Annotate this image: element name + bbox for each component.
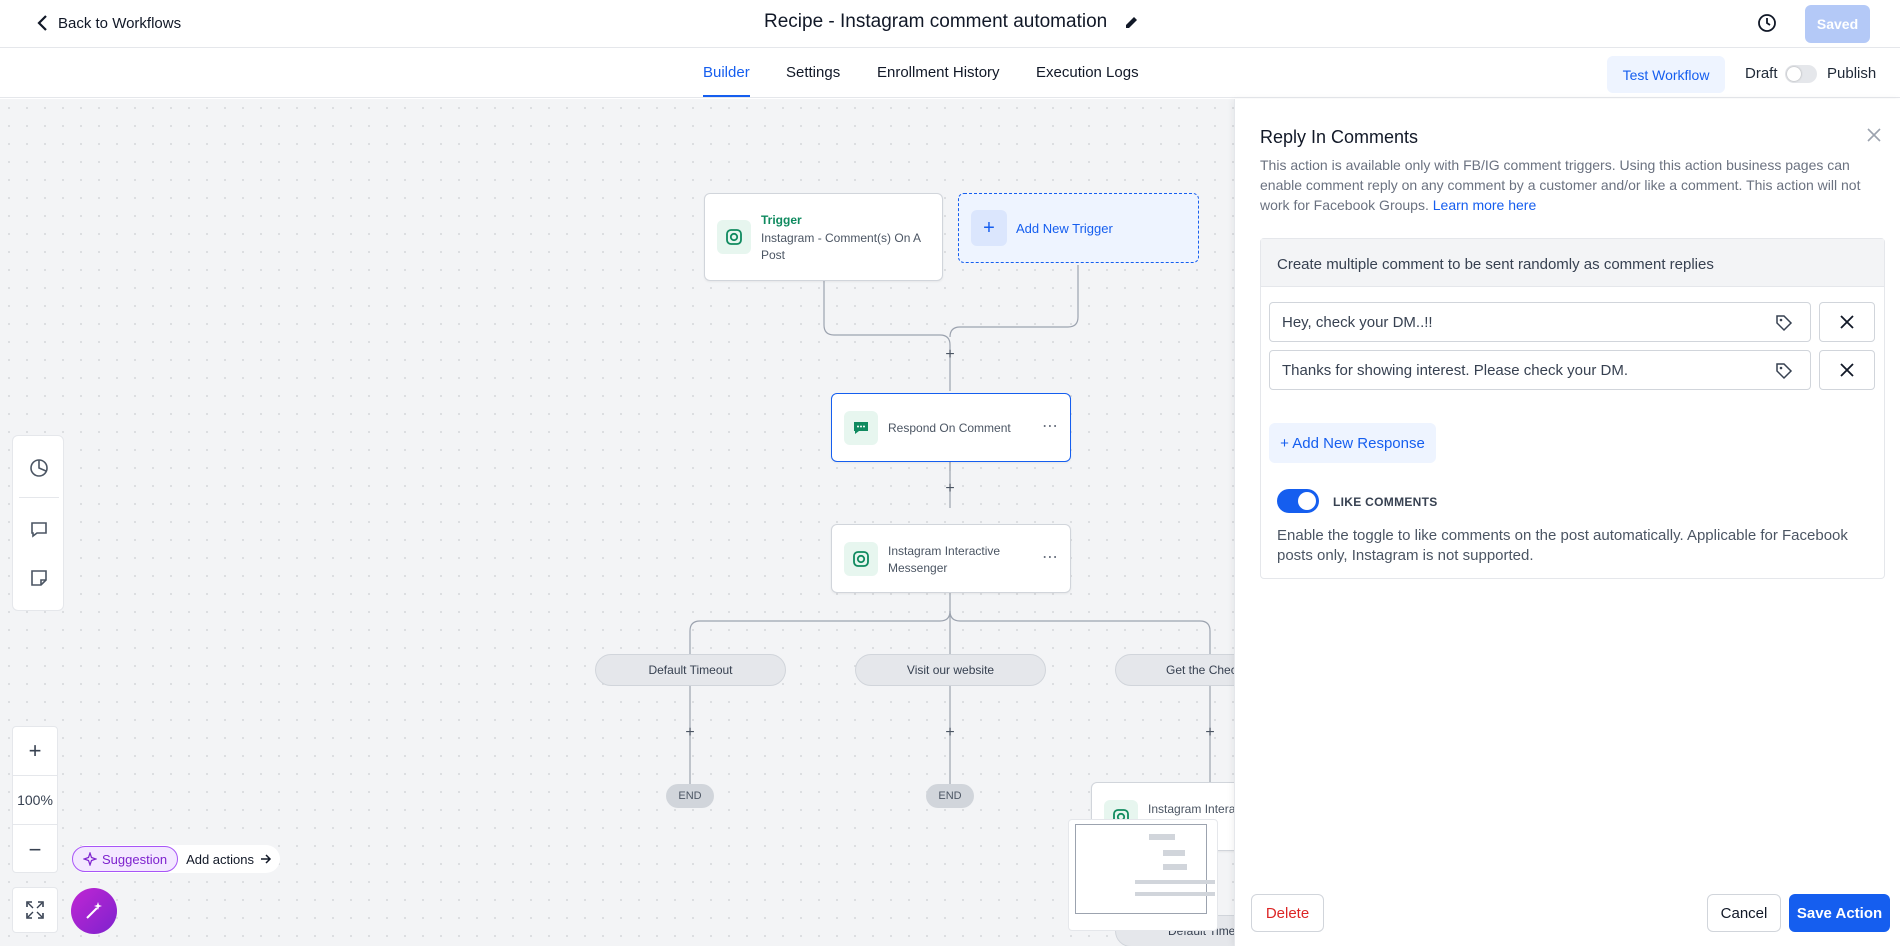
node-label: Respond On Comment bbox=[888, 421, 1011, 435]
minimap-node bbox=[1149, 834, 1175, 840]
saved-button[interactable]: Saved bbox=[1805, 5, 1870, 43]
node-label: Instagram Intera bbox=[1148, 802, 1234, 816]
close-icon[interactable] bbox=[1866, 127, 1882, 143]
add-step-plus[interactable]: + bbox=[945, 480, 955, 497]
workflow-canvas[interactable]: Trigger Instagram - Comment(s) On A Post… bbox=[0, 99, 1234, 946]
tag-icon[interactable] bbox=[1774, 313, 1794, 333]
branch-pill[interactable]: Get the Chec bbox=[1115, 654, 1234, 686]
responses-section: Create multiple comment to be sent rando… bbox=[1260, 238, 1885, 579]
like-comments-label: LIKE COMMENTS bbox=[1333, 495, 1438, 509]
history-icon[interactable] bbox=[1756, 12, 1778, 34]
close-icon bbox=[1840, 315, 1854, 329]
ai-assistant-button[interactable] bbox=[71, 888, 117, 934]
panel-title: Reply In Comments bbox=[1260, 127, 1419, 147]
instagram-icon bbox=[844, 542, 878, 576]
instagram-icon bbox=[717, 220, 751, 254]
minimap-node bbox=[1163, 864, 1187, 870]
back-label: Back to Workflows bbox=[58, 14, 182, 32]
comment-icon[interactable] bbox=[29, 520, 49, 540]
suggestion-bar: Suggestion Add actions bbox=[72, 845, 280, 873]
node-label: Instagram Interactive Messenger bbox=[888, 544, 1001, 575]
responses-header: Create multiple comment to be sent rando… bbox=[1261, 239, 1884, 287]
divider bbox=[19, 497, 59, 498]
arrow-right-icon bbox=[261, 854, 272, 864]
publish-label: Publish bbox=[1827, 65, 1877, 82]
fullscreen-button[interactable] bbox=[12, 887, 58, 933]
minimap-node bbox=[1135, 880, 1215, 884]
zoom-level: 100% bbox=[13, 776, 57, 825]
sticky-note-icon[interactable] bbox=[29, 568, 49, 588]
cancel-button[interactable]: Cancel bbox=[1707, 894, 1781, 932]
instagram-messenger-node[interactable]: Instagram Interactive Messenger ⋯ bbox=[831, 524, 1071, 593]
trigger-node[interactable]: Trigger Instagram - Comment(s) On A Post bbox=[704, 193, 943, 281]
stats-icon[interactable] bbox=[29, 458, 49, 478]
learn-more-link[interactable]: Learn more here bbox=[1432, 197, 1537, 213]
close-icon bbox=[1840, 363, 1854, 377]
panel-description-text: This action is available only with FB/IG… bbox=[1260, 157, 1861, 213]
delete-button[interactable]: Delete bbox=[1251, 894, 1324, 932]
branch-pill[interactable]: Visit our website bbox=[855, 654, 1046, 686]
minimap-node bbox=[1163, 850, 1185, 856]
workflow-title-text: Recipe - Instagram comment automation bbox=[764, 11, 1108, 32]
response-input[interactable]: Thanks for showing interest. Please chec… bbox=[1269, 350, 1811, 390]
sparkle-icon bbox=[83, 852, 97, 866]
end-pill: END bbox=[926, 784, 974, 808]
comment-icon bbox=[844, 411, 878, 445]
action-panel: Reply In Comments This action is availab… bbox=[1234, 99, 1900, 946]
add-step-plus[interactable]: + bbox=[945, 724, 955, 741]
minimap[interactable] bbox=[1068, 819, 1218, 931]
add-step-plus[interactable]: + bbox=[1205, 724, 1215, 741]
tag-icon[interactable] bbox=[1774, 361, 1794, 381]
add-new-trigger-button[interactable]: + Add New Trigger bbox=[958, 193, 1199, 263]
tab-enrollment-history[interactable]: Enrollment History bbox=[877, 64, 1000, 81]
response-text: Hey, check your DM..!! bbox=[1282, 314, 1433, 331]
like-comments-toggle[interactable] bbox=[1277, 489, 1319, 513]
tab-bar: Builder Settings Enrollment History Exec… bbox=[0, 49, 1900, 98]
branch-pill[interactable]: Default Timeout bbox=[595, 654, 786, 686]
expand-icon bbox=[26, 901, 44, 919]
suggestion-label: Suggestion bbox=[102, 851, 168, 867]
end-pill: END bbox=[666, 784, 714, 808]
top-bar: Back to Workflows Recipe - Instagram com… bbox=[0, 0, 1900, 48]
pencil-icon[interactable] bbox=[1125, 15, 1139, 29]
remove-response-button[interactable] bbox=[1819, 302, 1875, 342]
draft-label: Draft bbox=[1745, 65, 1778, 82]
add-step-plus[interactable]: + bbox=[685, 724, 695, 741]
tab-execution-logs[interactable]: Execution Logs bbox=[1036, 64, 1139, 81]
like-comments-description: Enable the toggle to like comments on th… bbox=[1277, 527, 1848, 564]
back-to-workflows-link[interactable]: Back to Workflows bbox=[36, 14, 181, 32]
response-input[interactable]: Hey, check your DM..!! bbox=[1269, 302, 1811, 342]
suggestion-pill[interactable]: Suggestion bbox=[72, 846, 179, 872]
tab-builder[interactable]: Builder bbox=[703, 64, 750, 97]
zoom-in-button[interactable]: + bbox=[13, 727, 57, 776]
minimap-node bbox=[1135, 892, 1215, 896]
add-actions-link[interactable]: Add actions bbox=[186, 852, 272, 867]
trigger-title: Trigger bbox=[761, 213, 802, 227]
more-options-icon[interactable]: ⋯ bbox=[1042, 418, 1059, 435]
test-workflow-button[interactable]: Test Workflow bbox=[1607, 56, 1725, 93]
trigger-subtitle: Instagram - Comment(s) On A Post bbox=[761, 231, 921, 262]
tab-settings[interactable]: Settings bbox=[786, 64, 841, 81]
response-text: Thanks for showing interest. Please chec… bbox=[1282, 362, 1628, 379]
minimap-viewport[interactable] bbox=[1075, 824, 1207, 914]
publish-toggle[interactable] bbox=[1785, 65, 1817, 83]
plus-icon: + bbox=[971, 210, 1007, 246]
panel-description: This action is available only with FB/IG… bbox=[1260, 155, 1885, 215]
canvas-side-tools bbox=[12, 435, 64, 611]
zoom-controls: + 100% − bbox=[12, 726, 58, 873]
add-step-plus[interactable]: + bbox=[945, 346, 955, 363]
workflow-title: Recipe - Instagram comment automation bbox=[764, 11, 1139, 33]
respond-on-comment-node[interactable]: Respond On Comment ⋯ bbox=[831, 393, 1071, 462]
more-options-icon[interactable]: ⋯ bbox=[1042, 549, 1059, 566]
save-action-button[interactable]: Save Action bbox=[1789, 894, 1890, 932]
add-actions-label: Add actions bbox=[186, 851, 254, 867]
chevron-left-icon bbox=[37, 15, 47, 31]
add-new-response-button[interactable]: + Add New Response bbox=[1269, 423, 1436, 463]
add-new-trigger-label: Add New Trigger bbox=[1016, 221, 1113, 236]
zoom-out-button[interactable]: − bbox=[28, 836, 42, 862]
remove-response-button[interactable] bbox=[1819, 350, 1875, 390]
magic-wand-icon bbox=[86, 902, 102, 919]
